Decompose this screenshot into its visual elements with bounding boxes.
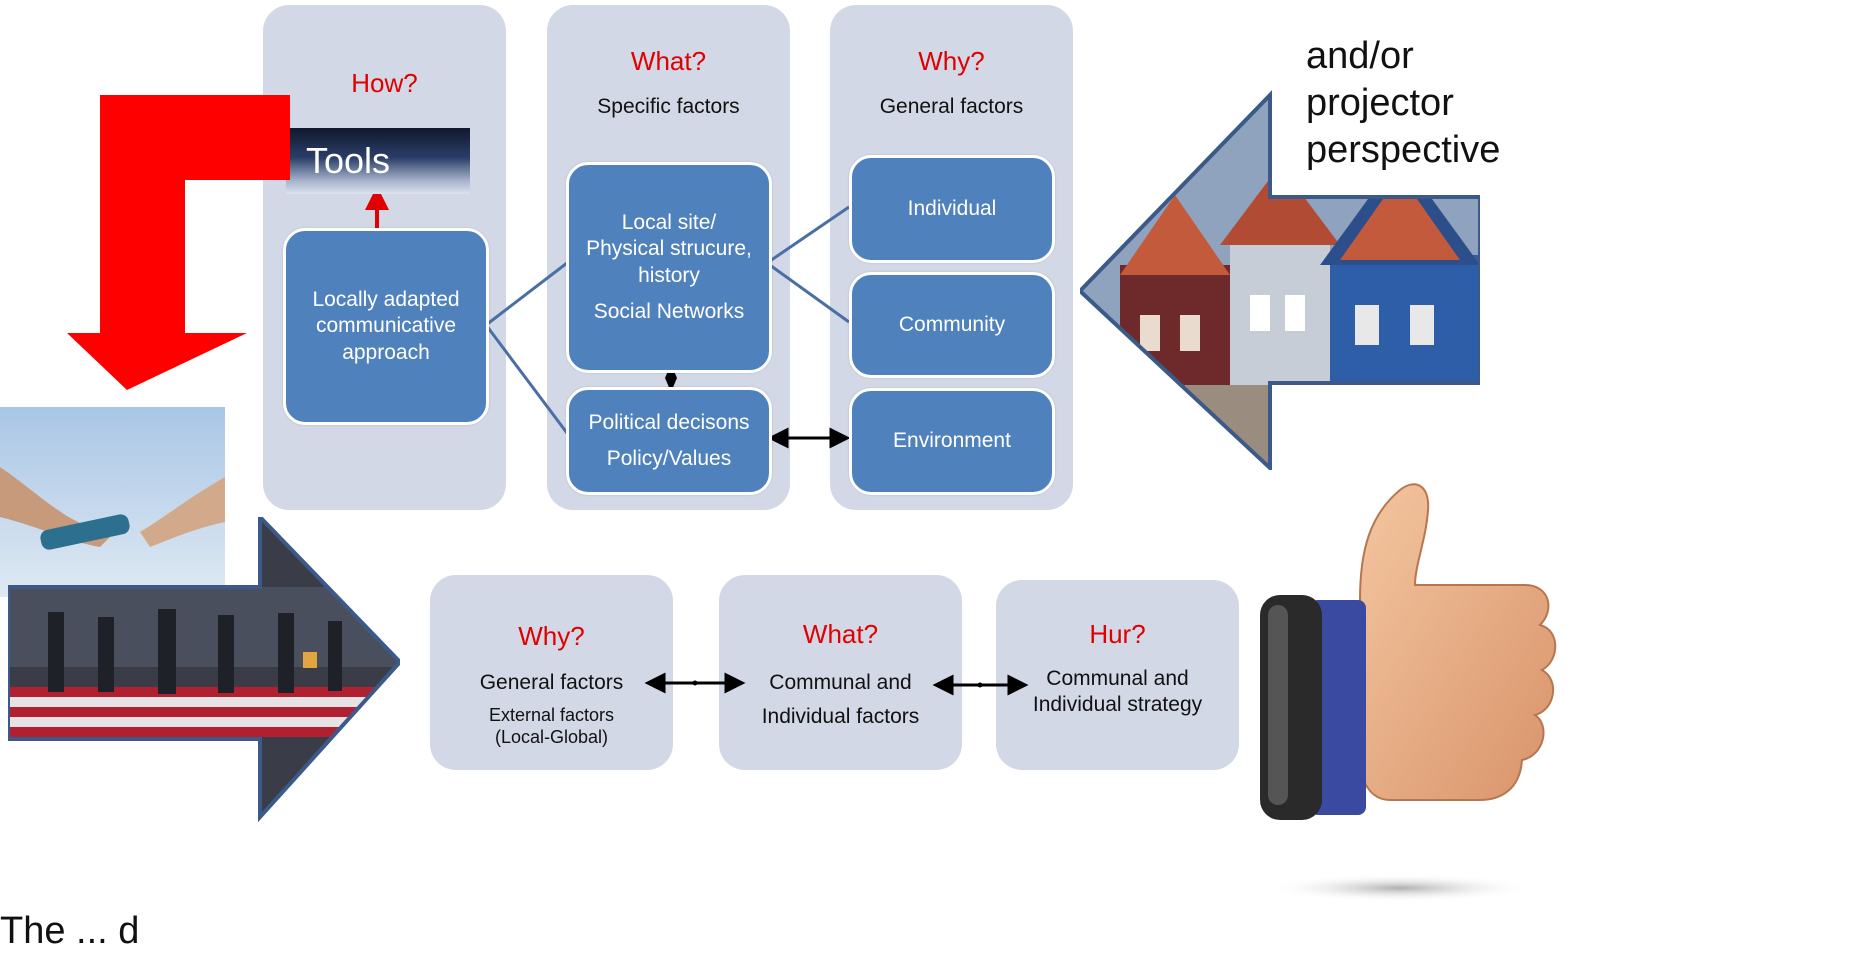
approach-line-2: communicative — [315, 314, 457, 338]
what-hur-arrow — [932, 674, 1029, 696]
locally-adapted-approach-box: Locally adapted communicative approach — [283, 228, 489, 425]
red-elbow-arrow — [67, 95, 290, 390]
bottom-why-question: Why? — [518, 621, 585, 651]
locally-adapted-to-political-line — [484, 324, 569, 434]
environment-box: Environment — [849, 388, 1055, 495]
thumbs-up-icon — [1260, 483, 1557, 902]
approach-line-3: approach — [342, 340, 430, 364]
political-line-2: Policy/Values — [606, 447, 732, 470]
environment-label: Environment — [893, 429, 1011, 453]
perspective-text: and/or projector perspective — [1306, 0, 1500, 174]
tools-banner: Tools — [286, 128, 470, 194]
site-line-4: Social Networks — [593, 299, 745, 323]
crowd-crossing-photo — [8, 517, 400, 822]
perspective-line-2: projector — [1306, 82, 1454, 124]
relay-baton-photo — [0, 407, 225, 597]
individual-label: Individual — [907, 196, 997, 220]
approach-line-1: Locally adapted — [312, 288, 460, 312]
bottom-why-text: General factors External factors (Local-… — [430, 668, 673, 749]
site-to-community-line — [766, 261, 850, 324]
perspective-line-1: and/or — [1306, 35, 1414, 77]
what-subtitle: Specific factors — [597, 95, 740, 118]
why-what-arrow — [644, 672, 746, 694]
bottom-what-panel — [719, 575, 962, 770]
footer-text: The ... d — [0, 910, 140, 952]
site-to-individual-line — [766, 205, 850, 265]
why-subtitle: General factors — [879, 95, 1024, 118]
bottom-why-panel — [430, 575, 673, 770]
bottom-what-line-1: Communal and — [769, 671, 912, 694]
bottom-hur-panel — [996, 580, 1239, 770]
what-question: What? — [630, 46, 707, 76]
site-line-3: history — [638, 263, 700, 287]
bottom-hur-line-2: Individual strategy — [1032, 693, 1203, 717]
how-question: How? — [351, 68, 418, 98]
site-line-2: Physical strucure, — [586, 237, 752, 261]
site-line-1: Local site/ — [621, 211, 717, 234]
community-label: Community — [898, 312, 1006, 336]
bottom-hur-line-1: Communal and — [1046, 667, 1189, 690]
why-question: Why? — [918, 46, 985, 76]
locally-adapted-to-site-line — [485, 261, 568, 327]
individual-box: Individual — [849, 155, 1055, 263]
bottom-hur-question: Hur? — [1089, 619, 1146, 649]
bottom-hur-text: Communal and Individual strategy — [996, 666, 1239, 719]
bottom-what-line-2: Individual factors — [761, 704, 920, 728]
bottom-why-line-3: (Local-Global) — [494, 726, 609, 747]
community-box: Community — [849, 272, 1055, 378]
political-line-1: Political decisons — [588, 410, 750, 434]
bottom-why-line-1: General factors — [479, 671, 624, 694]
houses-photo — [1080, 90, 1480, 470]
political-decisions-box: Political decisons Policy/Values — [566, 387, 772, 495]
perspective-line-3: perspective — [1306, 129, 1501, 171]
bottom-why-line-2: External factors — [488, 705, 615, 726]
bottom-what-text: Communal and Individual factors — [719, 666, 962, 733]
local-site-box: Local site/ Physical strucure, history S… — [566, 162, 772, 373]
bottom-what-question: What? — [802, 619, 879, 649]
